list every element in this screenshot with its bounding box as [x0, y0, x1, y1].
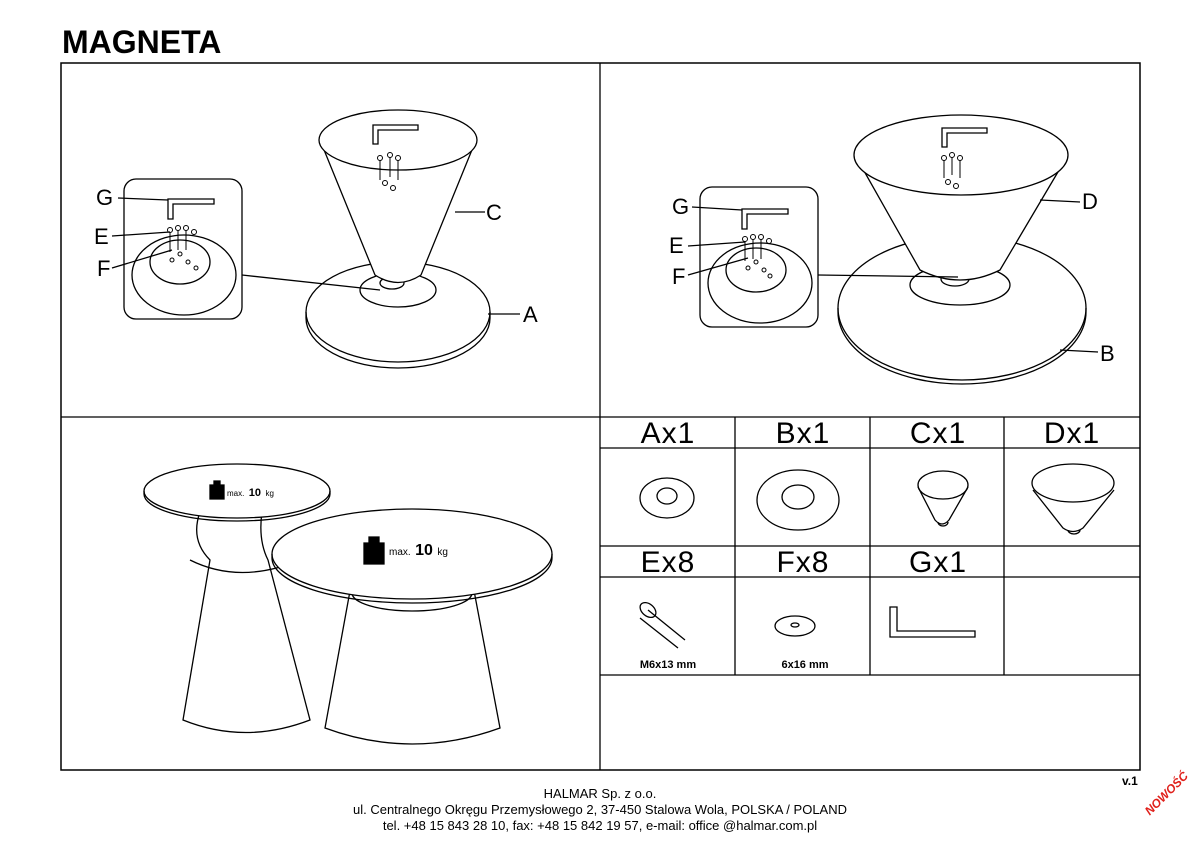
footer-contact: tel. +48 15 843 28 10, fax: +48 15 842 1… [382, 818, 818, 833]
version: v.1 [1122, 774, 1138, 788]
step1-diagram [111, 109, 520, 369]
load-unit: kg [266, 489, 274, 498]
part-a-label: Ax1 [641, 417, 696, 450]
part-f-size: 6x16 mm [781, 659, 828, 671]
label-d: D [1082, 189, 1098, 214]
part-f-label: Fx8 [776, 546, 829, 579]
parts-table [600, 417, 1140, 676]
label-g: G [96, 185, 113, 210]
load-value: 10 [249, 487, 261, 499]
label-b: B [1100, 341, 1115, 366]
footer-company: HALMAR Sp. z o.o. [543, 786, 657, 801]
tables-load-diagram [143, 463, 553, 745]
label-g: G [672, 194, 689, 219]
label-a: A [523, 302, 538, 327]
footer-address: ul. Centralnego Okręgu Przemysłowego 2, … [352, 802, 847, 817]
step2-diagram [687, 114, 1099, 385]
load-max-label: max. [389, 547, 411, 558]
load-value: 10 [415, 542, 433, 559]
label-c: C [486, 200, 502, 225]
part-c-label: Cx1 [910, 417, 966, 450]
part-d-label: Dx1 [1044, 417, 1100, 450]
part-g-label: Gx1 [909, 546, 967, 579]
svg-text:max. 10 kg: max. 10 kg [389, 542, 448, 559]
page-title: MAGNETA [62, 24, 222, 60]
load-max-label: max. [227, 489, 244, 498]
label-f: F [672, 264, 685, 289]
part-e-size: M6x13 mm [640, 659, 696, 671]
label-e: E [669, 233, 684, 258]
label-f: F [97, 256, 110, 281]
part-e-label: Ex8 [641, 546, 696, 579]
svg-text:max. 10 kg: max. 10 kg [227, 483, 274, 500]
load-unit: kg [437, 547, 448, 558]
label-e: E [94, 224, 109, 249]
footer: HALMAR Sp. z o.o. ul. Centralnego Okręgu… [300, 786, 900, 834]
part-b-label: Bx1 [776, 417, 831, 450]
